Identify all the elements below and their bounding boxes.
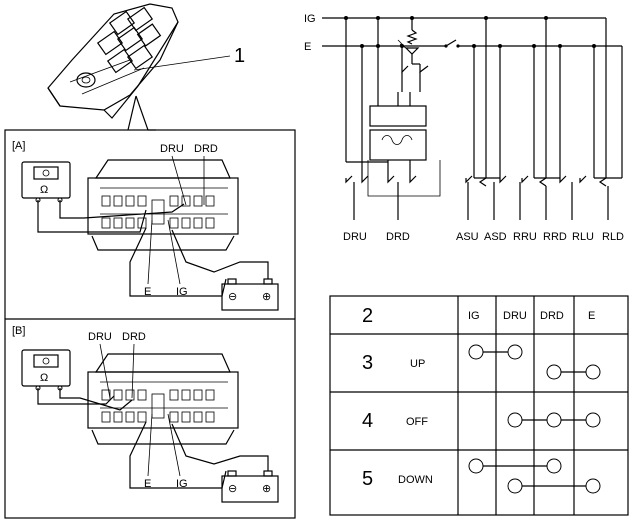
row-number-up: 3 [362,352,373,374]
ohmmeter-a: Ω [21,161,71,203]
pin-label-drd-a: DRD [194,143,218,155]
ohm-symbol-a: Ω [40,184,48,196]
callout-number-1: 1 [234,45,245,67]
e-label: E [304,41,311,53]
terminal-label-dru: DRU [343,231,367,243]
continuity-up [468,344,601,380]
continuity-table: 2 IG DRU DRD E 3 UP 4 OFF 5 DOWN [329,295,629,516]
ground-label-b: E [144,478,151,490]
pin-label-dru-a: DRU [160,143,184,155]
row-number-off: 4 [362,410,373,432]
row-label-up: UP [410,358,425,370]
ign-label-a: IG [176,286,188,298]
column-header-dru: DRU [503,310,527,322]
connector-a [87,159,239,251]
terminal-label-rld: RLD [602,231,624,243]
panel-a-tag: [A] [12,140,25,152]
terminal-label-rru: RRU [513,231,537,243]
svg-text:⊖: ⊖ [228,483,237,495]
switch-assembly-illustration: 1 [47,3,245,119]
row-number-down: 5 [362,468,373,490]
column-header-e: E [588,310,595,322]
ig-label: IG [304,13,316,25]
terminal-label-rrd: RRD [543,231,567,243]
ohmmeter-b: Ω [21,349,71,391]
terminal-label-drd: DRD [386,231,410,243]
row-label-down: DOWN [398,474,433,486]
continuity-off [507,412,601,428]
table-header-number: 2 [362,305,373,327]
svg-text:⊕: ⊕ [262,291,271,303]
ohm-symbol-b: Ω [40,372,48,384]
panel-a: [A] Ω [12,140,279,311]
ign-label-b: IG [176,478,188,490]
row-label-off: OFF [406,416,428,428]
panel-frame [4,129,296,519]
column-header-ig: IG [468,310,480,322]
column-header-drd: DRD [540,310,564,322]
terminal-label-rlu: RLU [572,231,594,243]
ground-label-a: E [144,286,151,298]
svg-text:⊕: ⊕ [262,483,271,495]
pin-label-dru-b: DRU [88,331,112,343]
svg-text:⊖: ⊖ [228,291,237,303]
continuity-down [468,458,601,494]
battery-a: ⊖ ⊕ [221,278,279,311]
panel-b-tag: [B] [12,325,25,337]
terminal-label-asu: ASU [456,231,479,243]
switch-schematic: IG E [304,13,624,243]
panel-b: [B] Ω D [12,325,279,503]
terminal-label-asd: ASD [484,231,507,243]
battery-b: ⊖ ⊕ [221,470,279,503]
pin-label-drd-b: DRD [122,331,146,343]
